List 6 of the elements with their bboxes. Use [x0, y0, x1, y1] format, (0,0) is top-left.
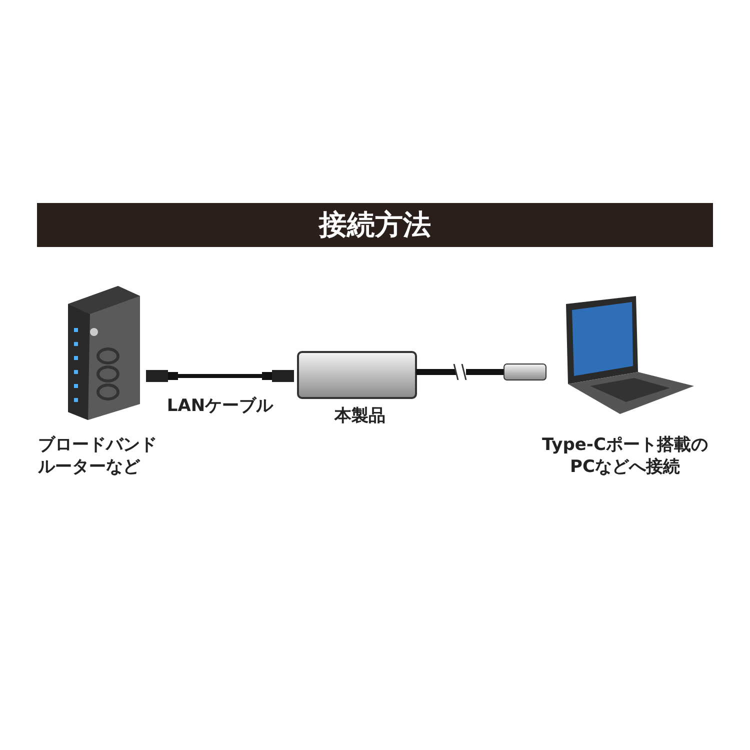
node-label: Type-Cポート搭載のPCなどへ接続	[541, 434, 709, 478]
title-banner: 接続方法	[37, 203, 713, 247]
node-label: ブロードバンドルーターなど	[38, 434, 158, 478]
node-label: LANケーブル	[166, 395, 274, 417]
node-label: 本製品	[333, 405, 386, 427]
adapter-drawing	[296, 350, 548, 400]
